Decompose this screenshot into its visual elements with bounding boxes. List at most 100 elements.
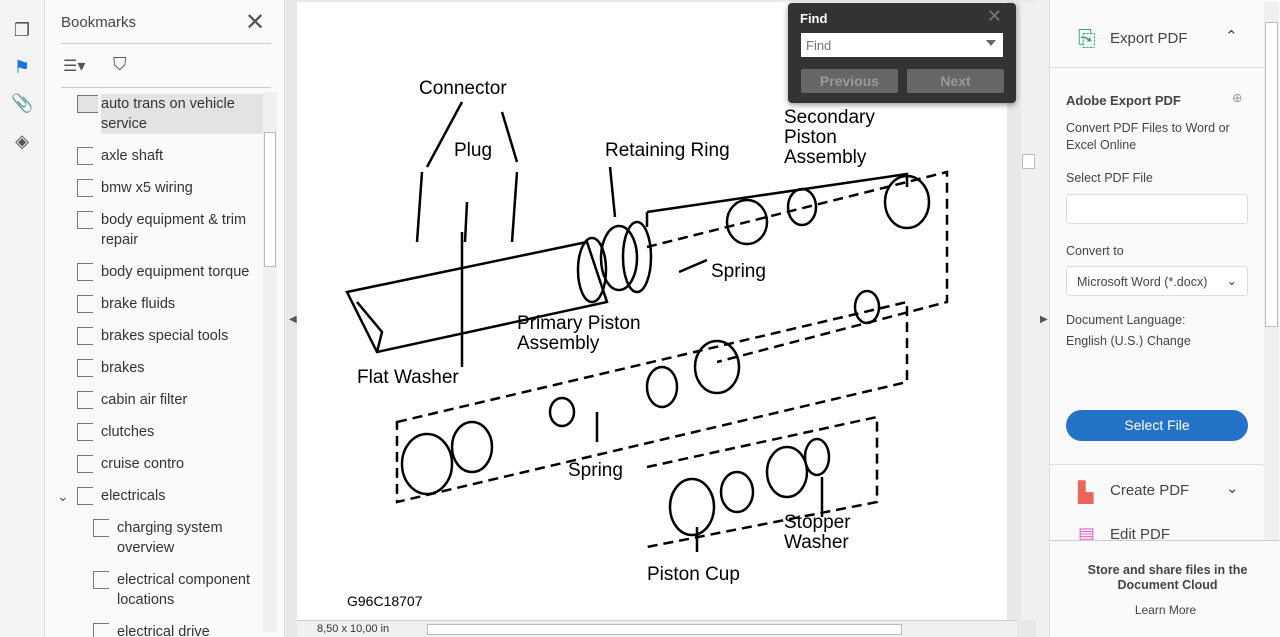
- bookmark-label: cruise contro: [101, 456, 185, 472]
- label-flat-washer: Flat Washer: [357, 367, 459, 388]
- bookmark-item[interactable]: brake fluids: [45, 290, 263, 322]
- bookmark-page-icon: [77, 295, 93, 313]
- bookmark-item[interactable]: auto trans on vehicle service: [45, 90, 263, 142]
- figure-code: G96C18707: [347, 593, 423, 609]
- export-pdf-icon: ⎘: [1078, 26, 1096, 51]
- bookmark-item[interactable]: electrical component locations: [45, 566, 263, 618]
- layers-icon[interactable]: ◈: [15, 131, 29, 151]
- cloud-promo: Store and share files in the Document Cl…: [1087, 563, 1248, 592]
- next-button[interactable]: Next: [907, 69, 1004, 93]
- bookmark-page-icon: [77, 211, 93, 229]
- label-piston-cup: Piston Cup: [647, 564, 740, 585]
- export-pdf-title[interactable]: Export PDF: [1110, 30, 1188, 47]
- bookmark-item[interactable]: bmw x5 wiring: [45, 174, 263, 206]
- bookmark-item[interactable]: body equipment & trim repair: [45, 206, 263, 258]
- bookmark-item[interactable]: clutches: [45, 418, 263, 450]
- find-dialog: Find ✕ Previous Next: [788, 3, 1016, 103]
- bookmark-label: axle shaft: [101, 148, 164, 164]
- document-view: Connector Plug Retaining Ring Secondary …: [286, 0, 1048, 637]
- label-primary-assembly: Assembly: [517, 333, 600, 354]
- label-primary-piston: Primary Piston: [517, 313, 641, 334]
- bookmark-page-icon: [77, 147, 93, 165]
- bookmark-page-icon: [93, 623, 109, 637]
- bookmark-item[interactable]: electrical drive: [45, 618, 263, 637]
- bookmark-label: auto trans on vehicle service: [101, 94, 263, 134]
- bookmark-page-icon: [93, 519, 109, 537]
- tools-panel: ⎘ Export PDF ⌃ Adobe Export PDF ⊕ Conver…: [1049, 0, 1280, 637]
- label-spring-top: Spring: [711, 261, 766, 282]
- bookmark-page-icon: [93, 571, 109, 589]
- bookmark-page-icon: [77, 263, 93, 281]
- bookmark-item[interactable]: brakes special tools: [45, 322, 263, 354]
- edit-pdf-tool[interactable]: Edit PDF: [1110, 526, 1171, 542]
- selected-file-field[interactable]: [1066, 194, 1248, 224]
- cloud-service-icon[interactable]: ⊕: [1232, 91, 1243, 105]
- format-select[interactable]: Microsoft Word (*.docx)⌄: [1066, 266, 1248, 296]
- label-retaining-ring: Retaining Ring: [605, 140, 730, 161]
- close-icon[interactable]: ✕: [245, 9, 266, 36]
- bookmark-label: electrical component locations: [117, 572, 250, 608]
- bookmark-item[interactable]: axle shaft: [45, 142, 263, 174]
- collapse-right-icon[interactable]: ▶: [1040, 314, 1048, 325]
- label-assembly: Assembly: [784, 147, 867, 168]
- bookmark-item[interactable]: body equipment torque: [45, 258, 263, 290]
- select-pdf-file-link[interactable]: Select PDF File: [1066, 171, 1153, 185]
- bookmark-label: electricals: [101, 488, 166, 504]
- change-language-link[interactable]: Change: [1147, 334, 1191, 348]
- bookmark-page-icon: [77, 359, 93, 377]
- label-plug: Plug: [454, 140, 493, 161]
- label-stopper: Stopper: [784, 512, 851, 533]
- panel-title: Bookmarks: [61, 14, 137, 31]
- bookmark-item[interactable]: ⌄ electricals: [45, 482, 263, 514]
- pdf-page: Connector Plug Retaining Ring Secondary …: [297, 2, 1007, 620]
- bookmark-scrollbar[interactable]: [263, 92, 277, 632]
- bookmark-label: electrical drive: [117, 624, 210, 637]
- label-piston: Piston: [784, 127, 837, 148]
- new-bookmark-icon[interactable]: ⛉: [113, 54, 127, 74]
- label-secondary: Secondary: [784, 107, 875, 128]
- tools-scrollbar[interactable]: [1264, 2, 1279, 540]
- document-scrollbar[interactable]: [1021, 2, 1036, 620]
- bookmark-page-icon: [77, 391, 93, 409]
- bookmark-label: body equipment & trim repair: [101, 212, 247, 248]
- attachment-icon[interactable]: 📎: [11, 93, 34, 113]
- exploded-diagram: [345, 101, 949, 552]
- bookmark-item[interactable]: brakes: [45, 354, 263, 386]
- bookmark-page-icon: [77, 423, 93, 441]
- bookmark-item[interactable]: cabin air filter: [45, 386, 263, 418]
- bookmark-label: bmw x5 wiring: [101, 180, 193, 196]
- status-bar: 8,50 x 10,00 in: [297, 620, 1017, 637]
- pages-icon[interactable]: ❐: [13, 20, 31, 40]
- find-input[interactable]: [801, 33, 1003, 57]
- export-description: Convert PDF Files to Word or Excel Onlin…: [1066, 121, 1230, 152]
- bookmark-label: brakes special tools: [101, 328, 229, 344]
- select-file-button[interactable]: Select File: [1066, 410, 1248, 441]
- bookmark-label: cabin air filter: [101, 392, 188, 408]
- create-pdf-tool[interactable]: Create PDF: [1110, 482, 1190, 499]
- bookmark-page-icon: [77, 327, 93, 345]
- chevron-up-icon[interactable]: ⌃: [1225, 28, 1238, 45]
- horizontal-scrollbar[interactable]: [427, 624, 902, 635]
- chevron-down-icon[interactable]: ⌄: [1226, 480, 1239, 497]
- bookmark-label: clutches: [101, 424, 155, 440]
- bookmark-page-icon: [77, 455, 93, 473]
- language-label: Document Language:: [1066, 313, 1186, 327]
- bookmark-label: charging system overview: [117, 520, 223, 556]
- label-connector: Connector: [419, 78, 507, 99]
- label-spring-bottom: Spring: [568, 460, 623, 481]
- bookmark-item[interactable]: cruise contro: [45, 450, 263, 482]
- close-icon[interactable]: ✕: [986, 6, 1002, 26]
- options-menu-icon[interactable]: ☰▾: [63, 58, 86, 75]
- bookmark-page-icon: [77, 487, 93, 505]
- bookmark-icon[interactable]: ⚑: [13, 57, 31, 77]
- language-value: English (U.S.): [1066, 334, 1144, 348]
- previous-button[interactable]: Previous: [801, 69, 898, 93]
- bookmark-item[interactable]: charging system overview: [45, 514, 263, 566]
- chevron-down-icon[interactable]: [986, 40, 996, 51]
- expand-chevron-icon[interactable]: ⌄: [57, 488, 69, 504]
- chevron-down-icon: ⌄: [1226, 274, 1237, 288]
- bookmark-label: brake fluids: [101, 296, 176, 312]
- bookmark-page-icon: [77, 95, 98, 113]
- collapse-left-icon[interactable]: ◀: [289, 314, 297, 325]
- learn-more-link[interactable]: Learn More: [1134, 603, 1197, 617]
